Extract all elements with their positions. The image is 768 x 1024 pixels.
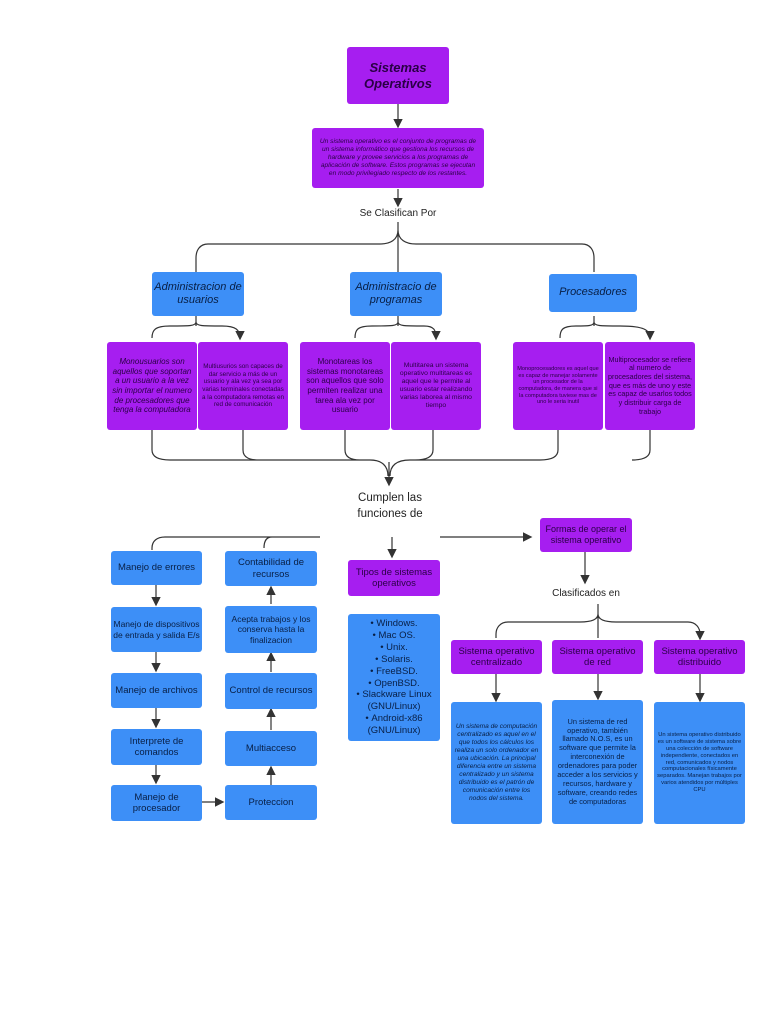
functions-label: Cumplen las funciones de [357, 492, 423, 520]
system-desc: Un sistema operativo distribuido es un s… [657, 731, 742, 794]
function-text: Proteccion [248, 796, 294, 808]
category-title: Administracion de usuarios [154, 280, 242, 306]
function-text: Manejo de procesador [132, 791, 181, 814]
function-multiacceso: Multiacceso [225, 731, 317, 766]
branch-classified [495, 604, 700, 638]
item-multiusuarios: Multiusurios son capaces de dar servicio… [198, 342, 288, 430]
definition-text: Un sistema operativo es el conjunto de p… [319, 138, 477, 177]
function-text: Control de recursos [229, 685, 313, 697]
item-multitarea: Multitarea un sistema operativo multitar… [391, 342, 481, 430]
category-processors: Procesadores [549, 274, 637, 312]
types-title: Tipos de sistemas operativos [355, 566, 433, 589]
os-item: Slackware Linux (GNU/Linux) [350, 689, 438, 713]
function-acepta-trabajos: Acepta trabajos y los conserva hasta la … [225, 606, 317, 653]
classify-label: Se Clasifican Por [359, 208, 437, 219]
definition-box: Un sistema operativo es el conjunto de p… [312, 128, 484, 188]
function-text: Manejo de errores [117, 562, 196, 574]
function-text: Multiacceso [245, 742, 297, 754]
system-centralizado: Sistema operativo centralizado [451, 640, 542, 674]
os-item: OpenBSD. [350, 678, 438, 690]
function-manejo-archivos: Manejo de archivos [111, 673, 202, 708]
title-box: Sistemas Operativos [347, 47, 449, 104]
forms-title-box: Formas de operar el sistema operativo [540, 518, 632, 552]
forms-title: Formas de operar el sistema operativo [545, 524, 627, 545]
classified-label: Clasificados en [552, 588, 620, 599]
os-item: Mac OS. [350, 630, 438, 642]
item-text: Monotareas los sistemas monotareas son a… [306, 357, 384, 415]
function-text: Manejo de dispositivos de entrada y sali… [113, 619, 200, 640]
system-title: Sistema operativo de red [559, 645, 636, 668]
function-control-recursos: Control de recursos [225, 673, 317, 709]
item-monousuarios: Monousuarios son aquellos que soportan a… [107, 342, 197, 430]
types-title-box: Tipos de sistemas operativos [348, 560, 440, 596]
merge-to-functions [151, 430, 651, 477]
desc-distribuido: Un sistema operativo distribuido es un s… [654, 702, 745, 824]
category-title: Administracio de programas [355, 280, 437, 306]
system-title: Sistema operativo distribuido [661, 645, 738, 668]
system-desc: Un sistema de red operativo, también lla… [557, 716, 638, 806]
types-list-box: Windows. Mac OS. Unix. Solaris. FreeBSD.… [348, 614, 440, 741]
item-monotareas: Monotareas los sistemas monotareas son a… [300, 342, 390, 430]
os-item: FreeBSD. [350, 666, 438, 678]
function-text: Contabilidad de recursos [237, 557, 305, 580]
system-desc: Un sistema de computación centralizado e… [454, 723, 539, 802]
item-text: Monousuarios son aquellos que soportan a… [112, 357, 192, 415]
function-contabilidad: Contabilidad de recursos [225, 551, 317, 586]
os-item: Windows. [350, 618, 438, 630]
item-text: Multitarea un sistema operativo multitar… [399, 361, 473, 410]
item-text: Multiusurios son capaces de dar servicio… [202, 363, 284, 409]
item-text: Monoprocesadores es aquel que es capaz d… [517, 365, 599, 406]
category-title: Procesadores [559, 286, 627, 299]
function-manejo-errores: Manejo de errores [111, 551, 202, 585]
function-manejo-dispositivos: Manejo de dispositivos de entrada y sali… [111, 607, 202, 652]
branch-cat2 [354, 316, 436, 338]
function-text: Acepta trabajos y los conserva hasta la … [231, 614, 311, 645]
os-item: Android-x86 (GNU/Linux) [350, 713, 438, 737]
branch-classify [195, 222, 595, 272]
category-programs: Administracio de programas [350, 272, 442, 316]
title-text: Sistemas Operativos [364, 59, 432, 91]
desc-red: Un sistema de red operativo, también lla… [552, 700, 643, 824]
system-title: Sistema operativo centralizado [458, 645, 535, 668]
branch-cat1 [151, 316, 240, 338]
types-list: Windows. Mac OS. Unix. Solaris. FreeBSD.… [350, 618, 438, 737]
item-multiprocesador: Multiprocesador se refiere al numero de … [605, 342, 695, 430]
os-item: Unix. [350, 642, 438, 654]
item-text: Multiprocesador se refiere al numero de … [608, 354, 692, 416]
desc-centralizado: Un sistema de computación centralizado e… [451, 702, 542, 824]
function-text: Manejo de archivos [115, 684, 198, 696]
system-red: Sistema operativo de red [552, 640, 643, 674]
branch-cat3 [559, 316, 650, 338]
branch-functions [151, 537, 530, 550]
system-distribuido: Sistema operativo distribuido [654, 640, 745, 674]
function-manejo-procesador: Manejo de procesador [111, 785, 202, 821]
function-proteccion: Proteccion [225, 785, 317, 820]
function-interprete: Interprete de comandos [111, 729, 202, 765]
category-users: Administracion de usuarios [152, 272, 244, 316]
item-monoprocesadores: Monoprocesadores es aquel que es capaz d… [513, 342, 603, 430]
os-item: Solaris. [350, 654, 438, 666]
function-text: Interprete de comandos [129, 735, 184, 758]
